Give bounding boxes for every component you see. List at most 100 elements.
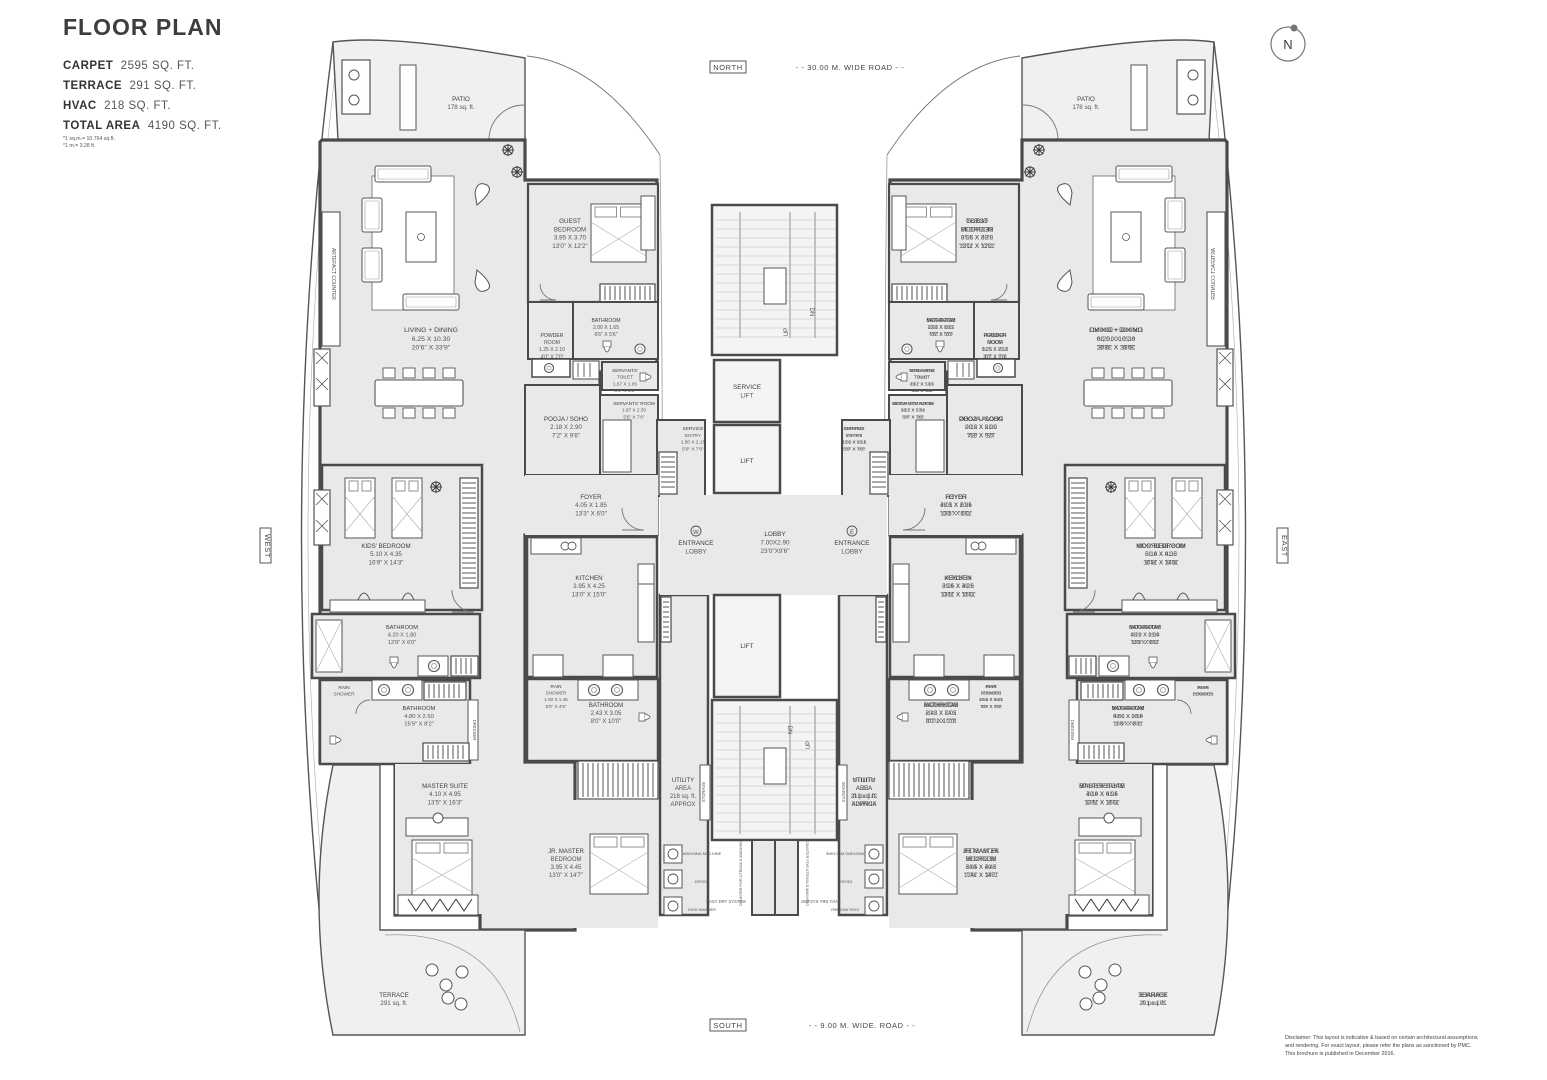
jr_master: BEDROOM — [965, 857, 996, 863]
kitchen-island — [983, 654, 1015, 678]
artefact-label: ARTEFACT COUNTER — [330, 248, 336, 300]
jr-basin — [946, 683, 960, 697]
jr_master: JR. MASTER — [548, 849, 584, 855]
kids-basin — [427, 659, 441, 673]
serv_room: 1.67 X 2.30 — [622, 408, 646, 413]
terrace-planter — [455, 965, 469, 979]
living-sofa-seat — [377, 168, 429, 180]
area-value: 2595 SQ. FT. — [120, 60, 195, 72]
serv_toilet-east: SERVANTS' — [909, 368, 935, 373]
south-label: SOUTH — [713, 1021, 742, 1030]
patio-door-arc — [1022, 104, 1059, 141]
patio-east: PATIO — [1077, 96, 1095, 103]
kids-bed-pillow — [348, 480, 359, 492]
living-sofa-side-seat — [1167, 200, 1183, 230]
east-label: EAST — [1280, 535, 1289, 557]
master-basin — [377, 683, 391, 697]
stair-up: UP — [784, 328, 790, 336]
plant-leaf — [1038, 145, 1044, 151]
living-sofa-seat — [405, 296, 457, 308]
patio-planter — [341, 59, 371, 115]
guest-wardrobe-side — [640, 195, 656, 251]
lobby: LOBBY — [764, 531, 786, 538]
jr-vanity — [908, 679, 970, 701]
plant-leaf — [503, 145, 509, 151]
terrace-planter — [454, 997, 468, 1011]
bath_master: 15'9" X 8'2" — [404, 722, 434, 728]
rain_master: RAIN — [338, 685, 349, 690]
jr_master: 13'0" X 14'7" — [549, 873, 583, 879]
dining-chair — [1091, 367, 1105, 379]
guest: GUEST — [559, 218, 581, 225]
dryer-drum — [868, 873, 880, 885]
master: 4.10 X 4.95 — [429, 791, 461, 798]
master-east: 4.10 X 4.95 — [1086, 791, 1118, 798]
master-bed-sheet — [1074, 857, 1136, 893]
kitchen-east: KITCHEN — [944, 575, 971, 582]
bath_jr: 8'0" X 10'0" — [926, 719, 957, 725]
rain_master: SHOWER — [333, 692, 355, 697]
bath_guest: 6'6" X 5'6" — [929, 332, 952, 338]
jr-vanity — [577, 679, 639, 701]
utility-area — [658, 593, 710, 917]
guest-bed-sheet — [900, 221, 957, 257]
kitchen-sink — [970, 541, 980, 551]
living: 20'6" X 33'9" — [1096, 345, 1135, 352]
plant-leaf — [1034, 149, 1040, 155]
counter-label: COUNTER FOR UTENSILS WASHING — [739, 840, 743, 907]
master-rain-door — [355, 699, 371, 715]
north-marker — [709, 60, 747, 74]
powder-slats — [577, 363, 591, 377]
terrace: 291 sq. ft. — [1139, 1000, 1166, 1007]
bath_guest-east: 2.00 X 1.65 — [928, 325, 954, 331]
kids-desk — [329, 599, 426, 613]
guest: BEDROOM — [554, 226, 587, 233]
bath_master: BATHROOM — [402, 706, 435, 712]
terrace-planter — [1092, 991, 1106, 1005]
kids-bed-pillow — [1175, 480, 1186, 492]
foyer-east: 4.05 X 1.85 — [940, 502, 972, 509]
plant-leaf — [512, 171, 518, 177]
living-chair — [1057, 269, 1073, 292]
bath_jr-east: 8'0" X 10'0" — [926, 719, 957, 725]
terrace-east: TERRACE — [1138, 992, 1168, 999]
plant-leaf — [512, 167, 518, 173]
kids-window-sash — [1218, 492, 1232, 533]
kids-bath-cabinet — [1068, 655, 1097, 677]
jr-bed-pillow — [593, 836, 618, 848]
dining-chair — [422, 367, 436, 379]
master-wardrobe — [422, 742, 470, 762]
master-chair — [1103, 812, 1115, 824]
kids-desk — [1121, 599, 1218, 613]
easy-dry-label: EASY DRY SYSTEM — [706, 899, 746, 904]
living-sofa-seat — [1090, 296, 1142, 308]
kids-basin-inner — [1110, 663, 1116, 669]
guest-bath-wc — [602, 340, 612, 348]
kids-bed-sheet — [1124, 495, 1156, 533]
kids-east: KIDS' BEDROOM — [1136, 543, 1185, 550]
powder-east: 4'0" X 7'0" — [983, 354, 1006, 360]
jr-wc — [638, 712, 646, 722]
kids-plant-leaf — [435, 482, 441, 488]
dishwasher — [864, 896, 884, 916]
master-bed-pillow — [1106, 842, 1132, 854]
living-table-ornament — [417, 233, 425, 241]
master-basin-inner — [381, 687, 387, 693]
patio-pot — [1187, 69, 1199, 81]
utility-east: 218 sq. ft. — [851, 794, 878, 800]
kids-plant-leaf — [1110, 486, 1116, 492]
area-carpet: CARPET 2595 SQ. FT. — [63, 56, 222, 76]
service_lift: SERVICE — [733, 384, 761, 391]
kitchen: 13'0" X 15'0" — [572, 591, 607, 598]
dining-chair — [1111, 407, 1125, 419]
pooja: 2.18 X 2.90 — [965, 424, 997, 431]
kids-bed-pillow — [1128, 480, 1139, 492]
master-wc — [1210, 735, 1218, 745]
kitchen-east: 13'0" X 15'0" — [941, 591, 976, 598]
service-entry-cabinet — [869, 451, 889, 495]
jr-bed-pillow — [902, 836, 927, 848]
kids: 5.10 X 4.35 — [1145, 551, 1177, 558]
utility-cabinet — [875, 596, 887, 643]
utility-east: AREA — [856, 786, 872, 792]
kids-east: 16'9" X 14'3" — [1144, 559, 1179, 566]
